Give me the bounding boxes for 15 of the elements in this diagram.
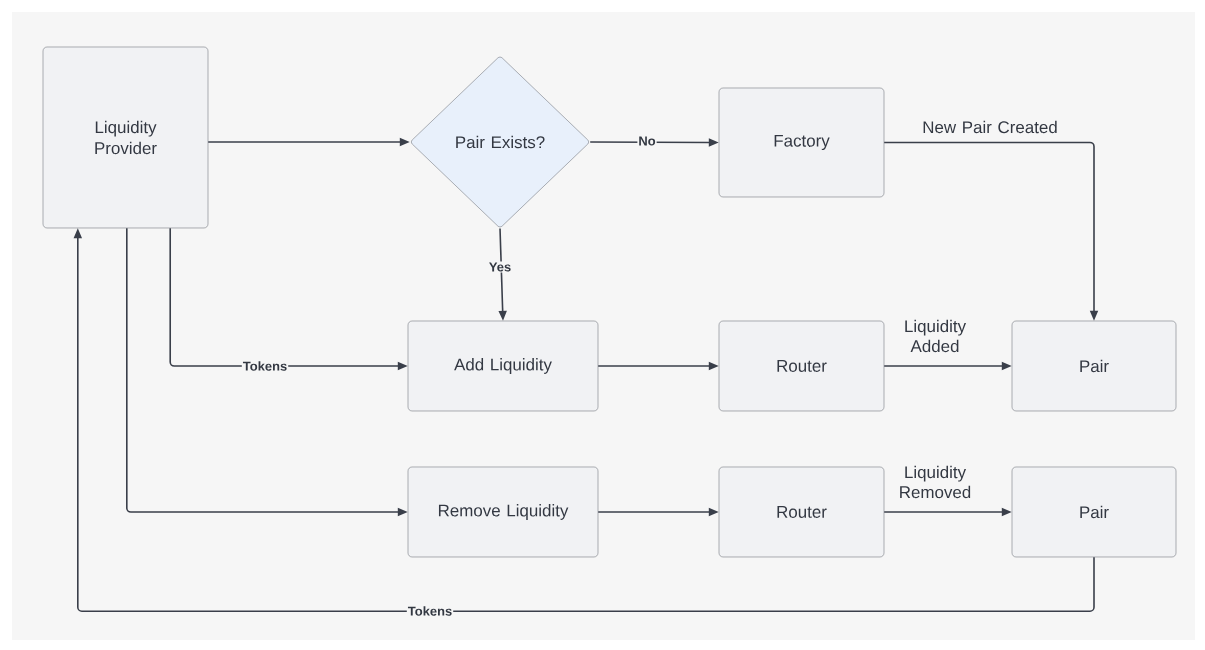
- process-box: Router: [718, 320, 885, 412]
- edge-label: Tokens: [241, 360, 289, 372]
- process-box: Router: [718, 466, 885, 558]
- edge-label: Tokens: [406, 605, 454, 617]
- edge-label: New Pair Created: [923, 120, 1057, 134]
- edge-label: Yes: [487, 261, 513, 273]
- edge-label: No: [637, 135, 657, 147]
- process-box: Liquidity Provider: [42, 46, 209, 229]
- process-box: Remove Liquidity: [407, 466, 599, 558]
- process-box: Factory: [718, 87, 885, 198]
- edge-label: Liquidity Added: [905, 319, 967, 353]
- process-box: Pair: [1011, 466, 1177, 558]
- edge-label: Liquidity Removed: [900, 465, 971, 499]
- process-box: Pair: [1011, 320, 1177, 412]
- process-box: Add Liquidity: [407, 320, 599, 412]
